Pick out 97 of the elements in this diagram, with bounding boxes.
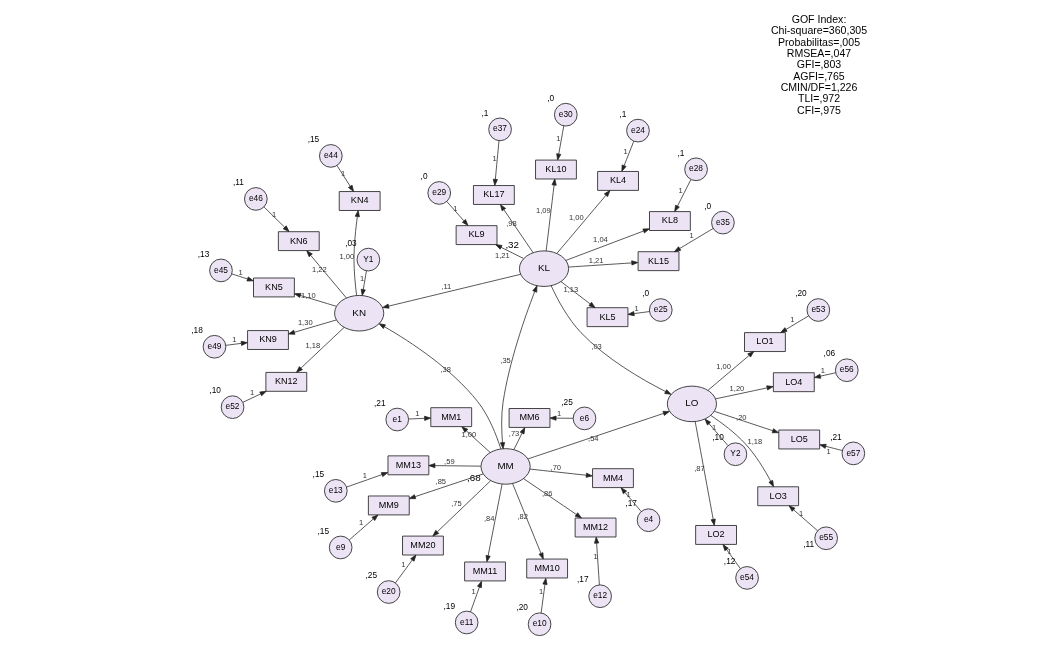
node-label: ,17 (576, 574, 589, 585)
edge-label: 1,18 (305, 340, 320, 350)
node-label: ,0 (546, 92, 554, 103)
node-label: ,10 (208, 385, 221, 396)
edge-label: ,82 (516, 512, 528, 522)
label: RMSEA=,047 (786, 46, 851, 59)
node-label: ,0 (641, 288, 649, 299)
node-label: ,1 (618, 108, 626, 119)
node-label: ,20 (515, 602, 528, 613)
edge-label: 1,21 (494, 250, 510, 260)
node-label: ,32 (504, 239, 519, 251)
label: AGFI=,765 (792, 69, 845, 82)
edge-label: ,86 (541, 489, 552, 499)
edge-label: 1,30 (297, 317, 313, 327)
edge-label: ,87 (693, 464, 705, 474)
node-label: ,18 (190, 324, 203, 335)
node-label: ,1 (676, 147, 684, 158)
node-label: ,1 (480, 107, 488, 118)
node-label: ,11 (232, 177, 244, 188)
label: TLI=,972 (797, 92, 840, 105)
node-label: ,13 (197, 248, 209, 259)
edge-label: ,75 (450, 499, 462, 509)
edge-label: 1 (492, 153, 497, 163)
edge-label: ,73 (508, 429, 519, 439)
edge-label: 1 (798, 509, 803, 519)
node-label: ,11 (802, 539, 814, 550)
edge-label: 1 (237, 268, 243, 278)
edge-label: 1,13 (562, 285, 578, 295)
edge-label: 1,21 (588, 255, 603, 265)
label: Probabilitas=,005 (777, 35, 860, 48)
edge-label: 1 (556, 408, 561, 418)
edge-label: 1 (359, 273, 364, 283)
edge-label: 1 (400, 559, 405, 569)
node-label: ,68 (466, 472, 481, 484)
edge-label: 1 (711, 423, 716, 433)
edge-label: 1,18 (747, 437, 762, 447)
label: CFI=,975 (796, 103, 841, 116)
edge-label: ,84 (483, 513, 494, 523)
edge-label: ,54 (587, 434, 599, 444)
edge-label: ,03 (590, 342, 602, 352)
edge-label: 1,22 (311, 264, 327, 274)
edge-label: 1 (231, 334, 236, 344)
edge-label: ,98 (505, 219, 517, 229)
node-label: ,0 (703, 200, 711, 211)
label: GFI=,803 (796, 58, 841, 71)
edge-label: 1 (626, 490, 631, 500)
edge-label: ,38 (440, 364, 451, 374)
edge-label: 1 (271, 209, 276, 219)
edge-label: 1 (688, 230, 694, 240)
edge-label: 1 (538, 586, 543, 596)
node-label: ,03 (344, 237, 357, 248)
edge-label: ,11 (440, 281, 451, 291)
edge-label: 1 (623, 146, 628, 156)
edge-label: 1,00 (715, 361, 731, 371)
edge-label: 1 (358, 518, 363, 528)
edge-label: 1 (726, 547, 732, 557)
node-label: ,06 (823, 348, 835, 359)
edge-label: 1 (633, 303, 639, 313)
node-label: ,12 (723, 556, 735, 567)
edge-label: 1 (555, 133, 561, 143)
edge-label: ,20 (735, 412, 747, 422)
node-label: ,21 (829, 431, 842, 442)
edge-label: 1 (592, 551, 598, 561)
node-label: ,25 (560, 396, 573, 407)
edge-label: ,35 (499, 355, 511, 365)
edge-label: 1 (825, 446, 831, 456)
node-label: ,25 (364, 570, 377, 581)
edge-label: 1,04 (592, 235, 608, 245)
edge-label: 1 (249, 387, 254, 397)
edge-label: ,70 (550, 463, 561, 473)
edge-label: 1 (820, 365, 825, 375)
node-label: ,19 (442, 600, 455, 611)
label: CMIN/DF=1,226 (780, 80, 857, 93)
node-label: ,0 (420, 171, 428, 182)
edge-label: 1,00 (568, 212, 584, 222)
edge-label: ,59 (443, 456, 455, 466)
label: Chi-square=360,305 (770, 24, 867, 37)
edge-label: 1,10 (300, 290, 316, 300)
edge-label: 1 (789, 315, 794, 325)
edge-label: 1,20 (729, 383, 744, 393)
edge-label: 1 (452, 204, 457, 214)
edge-label: 1 (414, 409, 419, 419)
node-label: ,15 (307, 134, 319, 145)
edge-label: 1 (340, 169, 345, 179)
edge-label: 1 (677, 186, 683, 196)
edge-label: 1 (471, 587, 476, 597)
label: GOF Index: (791, 12, 846, 25)
node-label: ,17 (624, 498, 637, 509)
edge-label: 1,09 (535, 205, 551, 215)
node-label: ,15 (312, 469, 324, 480)
edge-label: ,85 (435, 477, 446, 487)
node-label: ,21 (373, 397, 386, 408)
edge-label: 1 (362, 470, 367, 480)
edge-label: 1,00 (339, 252, 354, 262)
node-label: ,15 (316, 525, 329, 536)
node-label: ,10 (711, 432, 724, 443)
node-label: ,20 (794, 288, 807, 299)
